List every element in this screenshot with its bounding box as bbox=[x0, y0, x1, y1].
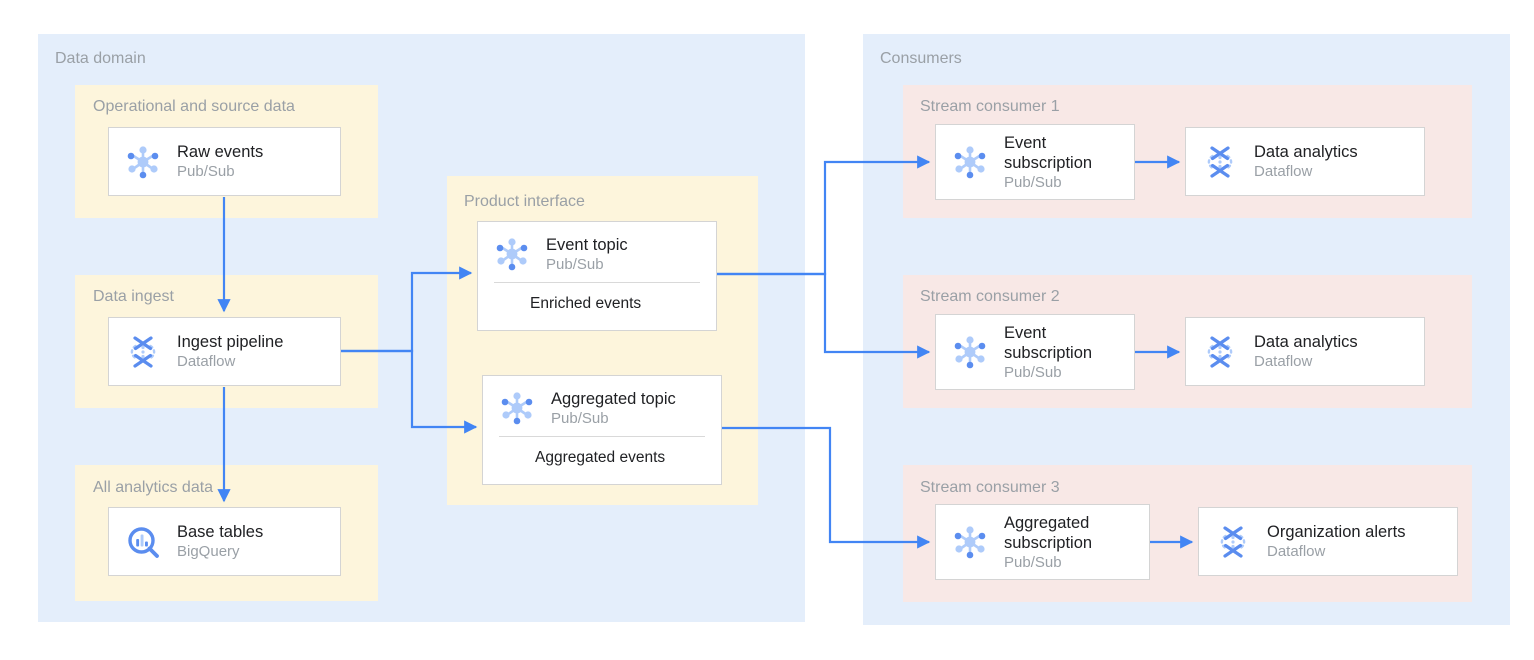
card-event-subscription-1[interactable]: Event subscription Pub/Sub bbox=[935, 124, 1135, 200]
card-ingest-pipeline[interactable]: Ingest pipeline Dataflow bbox=[108, 317, 341, 386]
card-service: Dataflow bbox=[1254, 353, 1313, 370]
card-service: Pub/Sub bbox=[1004, 173, 1062, 191]
pubsub-icon bbox=[492, 234, 532, 274]
card-title: Aggregated topic bbox=[551, 389, 676, 408]
bigquery-icon bbox=[123, 522, 163, 562]
panel-product-interface-title: Product interface bbox=[464, 193, 585, 210]
pubsub-icon bbox=[497, 388, 537, 428]
card-service: Dataflow bbox=[177, 353, 236, 370]
card-service: Pub/Sub bbox=[1004, 553, 1062, 571]
card-service: Dataflow bbox=[1254, 163, 1313, 180]
card-service: Dataflow bbox=[1267, 543, 1326, 560]
pubsub-icon bbox=[123, 142, 163, 182]
pubsub-icon bbox=[950, 522, 990, 562]
group-stream-consumer-3-title: Stream consumer 3 bbox=[920, 479, 1060, 496]
dataflow-icon bbox=[1213, 522, 1253, 562]
card-raw-events[interactable]: Raw events Pub/Sub bbox=[108, 127, 341, 196]
card-title: Event subscription bbox=[1004, 133, 1093, 172]
group-stream-consumer-1-title: Stream consumer 1 bbox=[920, 98, 1060, 115]
card-title: Aggregated subscription bbox=[1004, 513, 1093, 552]
card-service: Pub/Sub bbox=[546, 255, 604, 273]
group-all-analytics-data-title: All analytics data bbox=[93, 479, 214, 496]
card-title: Base tables bbox=[177, 523, 264, 541]
card-divider bbox=[499, 436, 705, 437]
card-service: Pub/Sub bbox=[1004, 363, 1062, 381]
card-aggregated-topic[interactable]: Aggregated topic Pub/Sub Aggregated even… bbox=[482, 375, 722, 485]
card-data-analytics-1[interactable]: Data analytics Dataflow bbox=[1185, 127, 1425, 196]
card-organization-alerts[interactable]: Organization alerts Dataflow bbox=[1198, 507, 1458, 576]
dataflow-icon bbox=[1200, 142, 1240, 182]
group-operational-and-source-data-title: Operational and source data bbox=[93, 98, 295, 115]
card-title: Event subscription bbox=[1004, 323, 1093, 362]
group-data-ingest-title: Data ingest bbox=[93, 288, 174, 305]
card-event-topic[interactable]: Event topic Pub/Sub Enriched events bbox=[477, 221, 717, 331]
card-title: Event topic bbox=[546, 235, 628, 254]
card-data-analytics-2[interactable]: Data analytics Dataflow bbox=[1185, 317, 1425, 386]
pubsub-icon bbox=[950, 332, 990, 372]
card-title: Data analytics bbox=[1254, 333, 1358, 351]
group-stream-consumer-2-title: Stream consumer 2 bbox=[920, 288, 1060, 305]
card-service: BigQuery bbox=[177, 543, 240, 560]
card-title: Data analytics bbox=[1254, 143, 1358, 161]
card-divider bbox=[494, 282, 700, 283]
card-event-subscription-2[interactable]: Event subscription Pub/Sub bbox=[935, 314, 1135, 390]
dataflow-icon bbox=[1200, 332, 1240, 372]
card-aggregated-subscription[interactable]: Aggregated subscription Pub/Sub bbox=[935, 504, 1150, 580]
panel-consumers-title: Consumers bbox=[880, 50, 962, 67]
card-title: Organization alerts bbox=[1267, 523, 1406, 541]
card-service: Pub/Sub bbox=[551, 409, 609, 427]
card-footer-label: Enriched events bbox=[530, 295, 642, 312]
pubsub-icon bbox=[950, 142, 990, 182]
card-title: Raw events bbox=[177, 143, 264, 161]
panel-data-domain-title: Data domain bbox=[55, 50, 146, 67]
card-title: Ingest pipeline bbox=[177, 333, 284, 351]
dataflow-icon bbox=[123, 332, 163, 372]
card-service: Pub/Sub bbox=[177, 163, 235, 180]
card-base-tables[interactable]: Base tables BigQuery bbox=[108, 507, 341, 576]
card-footer-label: Aggregated events bbox=[535, 449, 666, 466]
